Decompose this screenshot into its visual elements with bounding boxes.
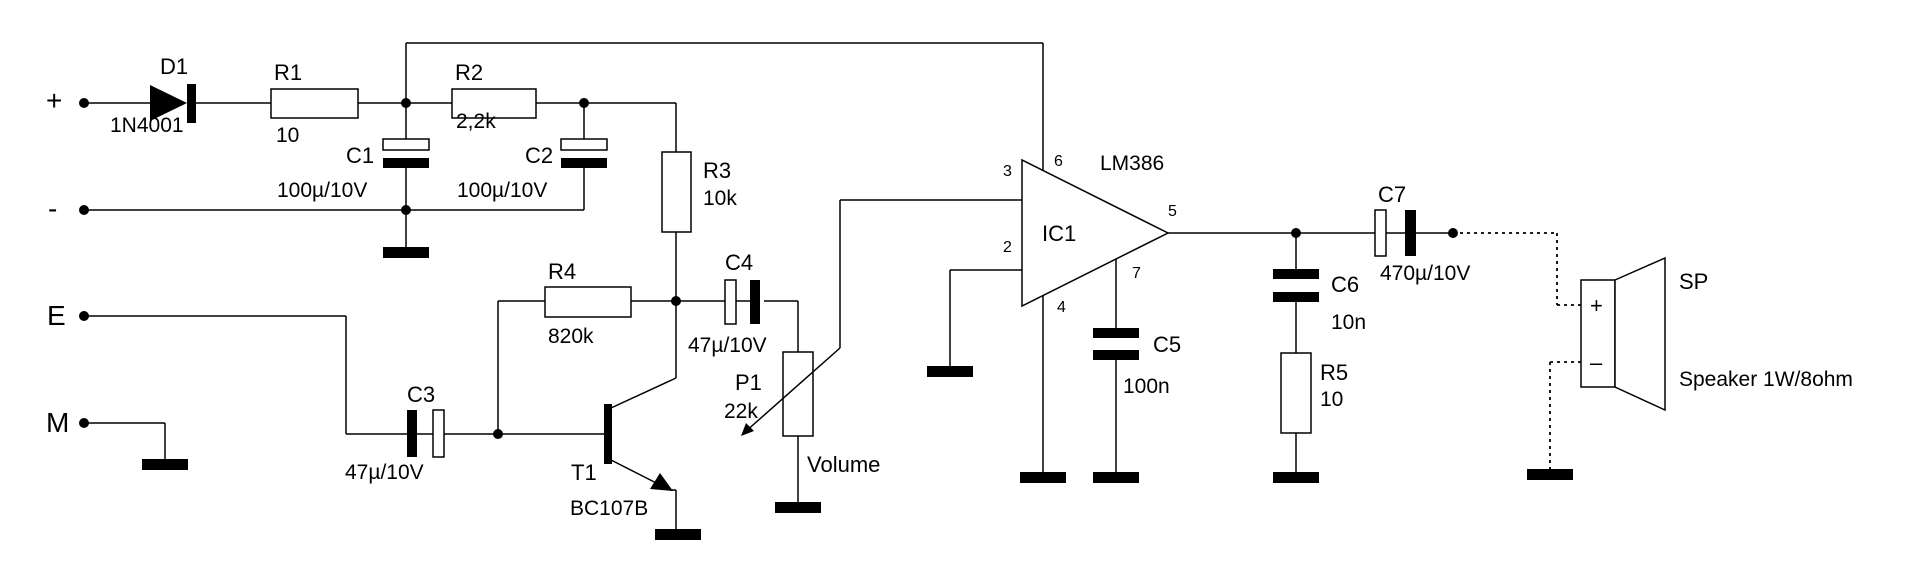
- t1-name: T1: [571, 460, 597, 485]
- resistor-r1: R1 10: [270, 60, 359, 147]
- c2-value: 100µ/10V: [457, 179, 547, 202]
- t1-value: BC107B: [570, 497, 648, 520]
- ic1-pin2: 2: [1003, 239, 1012, 256]
- d1-name: D1: [160, 54, 188, 79]
- r1-value: 10: [276, 124, 299, 147]
- terminal-plus: +: [46, 85, 89, 116]
- d1-value: 1N4001: [110, 114, 184, 137]
- capacitor-c1: C1 100µ/10V: [277, 138, 430, 202]
- diode-d1: D1 1N4001: [110, 54, 196, 137]
- speaker-plus: +: [1590, 293, 1603, 318]
- junction-dots: [401, 98, 1458, 439]
- ic1-pin7: 7: [1132, 265, 1141, 282]
- c3-value: 47µ/10V: [345, 461, 424, 484]
- r1-name: R1: [274, 60, 302, 85]
- c5-value: 100n: [1123, 375, 1170, 398]
- ic1-pin5: 5: [1168, 203, 1177, 220]
- c6-value: 10n: [1331, 311, 1366, 334]
- ground-m: [142, 459, 188, 470]
- r3-name: R3: [703, 158, 731, 183]
- resistor-r3: R3 10k: [661, 151, 737, 233]
- speaker-dashed-wires: [1453, 232, 1581, 470]
- c6-name: C6: [1331, 272, 1359, 297]
- c3-name: C3: [407, 382, 435, 407]
- p1-name: P1: [735, 370, 762, 395]
- ic1-name: IC1: [1042, 221, 1076, 246]
- speaker-sp: + – SP Speaker 1W/8ohm: [1580, 256, 1853, 412]
- ground-ic1-pin2: [927, 366, 973, 377]
- r2-value: 2,2k: [456, 110, 496, 133]
- terminal-minus: -: [48, 193, 89, 224]
- opamp-ic1: IC1 LM386 3 2 6 4 7 5: [1003, 152, 1177, 316]
- r5-value: 10: [1320, 388, 1343, 411]
- transistor-t1: T1 BC107B: [570, 404, 673, 520]
- speaker-value: Speaker 1W/8ohm: [1679, 368, 1853, 391]
- terminal-m: M: [46, 407, 89, 438]
- ic1-part: LM386: [1100, 152, 1164, 175]
- ic1-pin4: 4: [1057, 299, 1066, 316]
- r4-name: R4: [548, 259, 576, 284]
- ground-c1: [383, 247, 429, 258]
- terminal-e: E: [47, 300, 89, 331]
- c1-value: 100µ/10V: [277, 179, 367, 202]
- p1-caption: Volume: [807, 452, 880, 477]
- ground-c5: [1093, 472, 1139, 483]
- terminal-m-label: M: [46, 407, 69, 438]
- ground-speaker: [1527, 469, 1573, 480]
- speaker-name: SP: [1679, 269, 1708, 294]
- ic1-pin3: 3: [1003, 163, 1012, 180]
- terminal-e-label: E: [47, 300, 66, 331]
- capacitor-c5: C5 100n: [1093, 328, 1181, 398]
- resistor-r4: R4 820k: [544, 259, 632, 348]
- speaker-minus: –: [1590, 350, 1603, 375]
- c7-name: C7: [1378, 182, 1406, 207]
- capacitor-c2: C2 100µ/10V: [457, 138, 608, 202]
- ground-ic1-pin4: [1020, 472, 1066, 483]
- r3-value: 10k: [703, 187, 737, 210]
- c4-name: C4: [725, 250, 753, 275]
- ground-p1: [775, 502, 821, 513]
- c5-name: C5: [1153, 332, 1181, 357]
- resistor-r5: R5 10: [1280, 352, 1348, 434]
- terminal-minus-label: -: [48, 193, 57, 224]
- ground-t1: [655, 529, 701, 540]
- capacitor-c4: C4 47µ/10V: [688, 250, 767, 357]
- ground-r5: [1273, 472, 1319, 483]
- r4-value: 820k: [548, 325, 594, 348]
- r2-name: R2: [455, 60, 483, 85]
- capacitor-c7: C7 470µ/10V: [1374, 182, 1470, 285]
- ic1-pin6: 6: [1054, 153, 1063, 170]
- resistor-r2: R2 2,2k: [451, 60, 537, 133]
- potentiometer-p1: P1 22k Volume: [724, 347, 880, 477]
- p1-value: 22k: [724, 400, 758, 423]
- c1-name: C1: [346, 143, 374, 168]
- capacitor-c6: C6 10n: [1273, 269, 1366, 334]
- c7-value: 470µ/10V: [1380, 262, 1470, 285]
- capacitor-c3: C3 47µ/10V: [345, 382, 445, 484]
- c2-name: C2: [525, 143, 553, 168]
- r5-name: R5: [1320, 360, 1348, 385]
- terminal-plus-label: +: [46, 85, 62, 116]
- c4-value: 47µ/10V: [688, 334, 767, 357]
